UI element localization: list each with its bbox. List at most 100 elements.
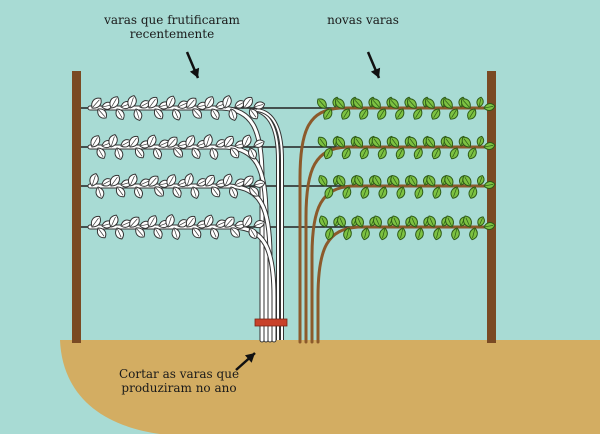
new-leaf-up	[353, 136, 364, 148]
new-leaf-up	[373, 215, 382, 228]
old-leaf-up	[203, 134, 213, 148]
leaf-vein	[206, 98, 212, 108]
old-leaf-side	[253, 219, 265, 229]
leaf-vein	[121, 141, 130, 146]
old-leaf-up	[165, 214, 175, 228]
new-leaf-down	[359, 108, 369, 120]
old-leaf-up	[185, 135, 196, 148]
new-leaf-up	[336, 175, 346, 187]
old-leaf-side	[253, 139, 265, 148]
new-leaf-down	[468, 186, 478, 199]
old-leaf-down	[210, 186, 221, 198]
new-leaf-down	[378, 186, 388, 199]
new-leaf-down	[413, 147, 423, 160]
leaf-vein	[244, 98, 251, 108]
leaf-vein	[337, 138, 344, 147]
old-leaf-down	[134, 186, 143, 199]
leaf-vein	[391, 138, 398, 147]
old-leaf-up	[204, 174, 215, 187]
leaf-vein	[97, 187, 102, 197]
leaf-vein	[400, 228, 404, 238]
new-leaf-up	[372, 175, 382, 187]
leaf-vein	[216, 141, 225, 146]
leaf-vein	[110, 136, 115, 147]
leaf-vein	[111, 216, 116, 227]
new-leaf-down	[467, 108, 477, 120]
new-leaf-down	[324, 186, 334, 199]
leaf-vein	[117, 228, 122, 238]
old-leaf-down	[248, 108, 259, 120]
old-leaf-up	[222, 95, 232, 109]
leaf-vein	[130, 175, 135, 186]
leaf-vein	[111, 176, 118, 186]
old-leaf-up	[242, 215, 253, 228]
leaf-vein	[212, 187, 219, 196]
old-leaf-down	[248, 147, 257, 160]
leaf-vein	[328, 228, 332, 238]
leaf-vein	[225, 137, 232, 147]
leaf-vein	[168, 97, 173, 108]
leaf-vein	[92, 217, 99, 227]
leaf-vein	[206, 176, 213, 186]
old-cane-outline-3	[87, 183, 273, 343]
old-leaf-up	[109, 96, 120, 109]
new-leaf-up	[425, 98, 435, 109]
leaf-vein	[345, 187, 349, 197]
leaf-vein	[484, 225, 494, 228]
old-leaf-side	[177, 100, 189, 109]
leaf-vein	[192, 187, 197, 197]
leaf-vein	[399, 187, 403, 197]
new-leaf-down	[359, 147, 369, 160]
new-leaf-side	[476, 135, 485, 147]
leaf-vein	[178, 102, 187, 107]
new-leaf-up	[407, 98, 417, 109]
leaf-vein	[411, 217, 416, 227]
leaf-vein	[167, 216, 172, 227]
new-leaf-down	[377, 108, 387, 120]
new-leaf-up	[371, 98, 381, 109]
leaf-vein	[225, 175, 230, 186]
leaf-vein	[250, 187, 258, 195]
new-leaf-down	[415, 227, 424, 241]
leaf-vein	[453, 187, 457, 197]
leaf-vein	[375, 217, 380, 227]
old-leaf-down	[153, 147, 162, 160]
arrow-head	[244, 353, 255, 363]
leaf-vein	[187, 99, 195, 108]
old-leaf-up	[108, 134, 118, 148]
leaf-vein	[116, 148, 121, 158]
leaf-vein	[250, 228, 256, 238]
leaf-vein	[174, 148, 182, 156]
label-cut-line-1: Cortar as varas que	[118, 367, 240, 381]
leaf-vein	[159, 141, 168, 146]
leaf-vein	[410, 176, 416, 186]
old-leaf-down	[134, 147, 145, 159]
leaf-vein	[136, 148, 143, 157]
old-leaf-down	[153, 227, 163, 239]
new-leaf-down	[451, 227, 460, 241]
new-leaf-down	[361, 227, 370, 241]
new-leaf-up	[407, 136, 418, 148]
old-leaf-up	[147, 96, 158, 109]
new-leaf-down	[323, 108, 333, 120]
new-canes	[298, 106, 487, 344]
leaf-vein	[417, 187, 421, 197]
leaf-vein	[186, 175, 191, 186]
leaf-vein	[193, 228, 200, 237]
leaf-vein	[390, 100, 398, 108]
new-leaf-up	[462, 175, 472, 187]
new-leaf-tip	[483, 222, 496, 230]
new-leaf-down	[433, 227, 442, 241]
leaf-vein	[135, 109, 140, 119]
leaf-vein	[409, 138, 416, 147]
old-cane-4	[88, 225, 276, 342]
leaf-vein	[484, 106, 494, 109]
leaf-vein	[478, 137, 482, 146]
new-leaf-down	[379, 227, 388, 241]
leaf-vein	[382, 228, 386, 238]
leaf-vein	[130, 218, 138, 227]
leaf-vein	[478, 98, 482, 107]
posts	[72, 71, 496, 343]
old-leaf-up	[109, 174, 120, 187]
